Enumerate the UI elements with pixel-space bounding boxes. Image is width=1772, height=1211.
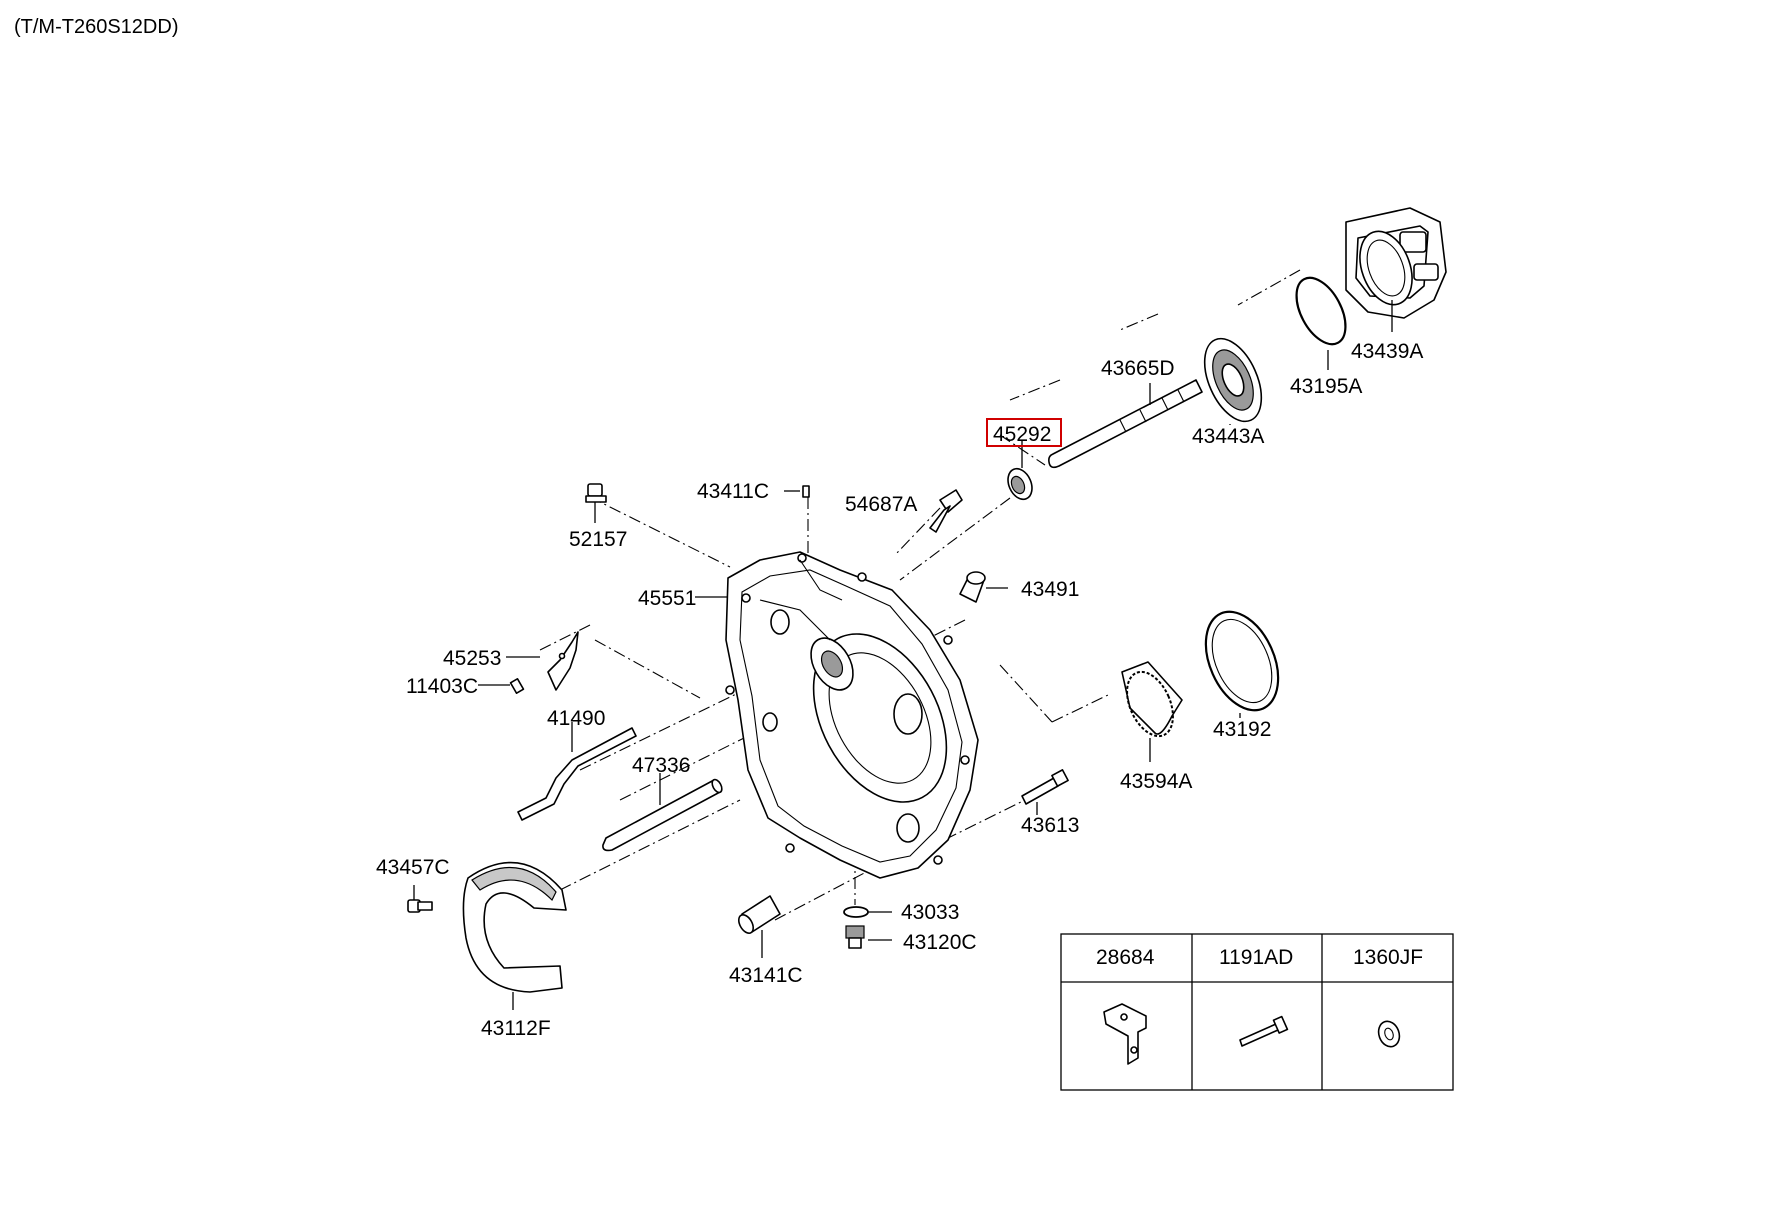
washer-icon [1377,1020,1401,1048]
label-43665D[interactable]: 43665D [1101,357,1175,380]
label-43457C[interactable]: 43457C [376,856,450,879]
part-labels: 43439A 43195A 43665D 43443A 45292 43411C… [376,340,1423,1040]
bolt-43457C [407,885,433,913]
label-43033[interactable]: 43033 [901,901,959,924]
tone-ring-43594A [1121,661,1183,762]
label-47336[interactable]: 47336 [632,754,690,777]
assembly-guide-lines [539,269,1301,921]
cap-43491 [959,571,1008,603]
label-43411C[interactable]: 43411C [697,480,769,503]
o-ring-43195A [1295,276,1347,370]
seal-ring-43192 [1204,610,1280,718]
drain-plug-43120C [845,925,892,949]
label-43491[interactable]: 43491 [1021,578,1079,601]
label-43120C[interactable]: 43120C [903,931,977,954]
pin-43411C [784,485,810,498]
tube-41490 [517,722,637,821]
gasket-43033 [843,906,892,918]
bolt-11403C [478,678,525,694]
label-45292[interactable]: 45292 [993,423,1051,446]
label-43195A[interactable]: 43195A [1290,375,1362,398]
label-41490[interactable]: 41490 [547,707,605,730]
vent-fitting-54687A [929,489,963,533]
cover-43112F [462,861,567,1010]
label-43439A[interactable]: 43439A [1351,340,1423,363]
label-45253[interactable]: 45253 [443,647,501,670]
sensor-43141C [737,895,781,958]
label-43613[interactable]: 43613 [1021,814,1079,837]
shaft-43665D [1048,379,1203,469]
label-43443A[interactable]: 43443A [1192,425,1264,448]
extension-housing-43439A [1345,207,1447,332]
common-parts-table: 28684 1191AD 1360JF [1060,933,1454,1091]
rod-47336 [602,773,723,852]
bracket-45253 [506,631,579,691]
table-header-1191AD[interactable]: 1191AD [1219,946,1293,969]
table-header-28684[interactable]: 28684 [1096,946,1155,969]
label-43141C[interactable]: 43141C [729,964,803,987]
seal-45292 [1007,440,1033,501]
label-54687A[interactable]: 54687A [845,493,917,516]
transmission-case-45551 [695,551,979,879]
model-code: (T/M-T260S12DD) [14,16,178,38]
bracket-icon [1103,1003,1147,1065]
plug-52157 [585,483,607,523]
highlight-box-45292 [986,418,1062,447]
label-43112F[interactable]: 43112F [481,1017,551,1040]
label-43594A[interactable]: 43594A [1120,770,1192,793]
stud-bolt-43613 [1021,769,1069,815]
bearing-43443A [1203,337,1263,425]
table-header-1360JF[interactable]: 1360JF [1353,946,1423,969]
label-45551[interactable]: 45551 [638,587,696,610]
label-52157[interactable]: 52157 [569,528,627,551]
bolt-icon [1239,1015,1289,1047]
label-11403C[interactable]: 11403C [406,675,478,698]
label-43192[interactable]: 43192 [1213,718,1271,741]
